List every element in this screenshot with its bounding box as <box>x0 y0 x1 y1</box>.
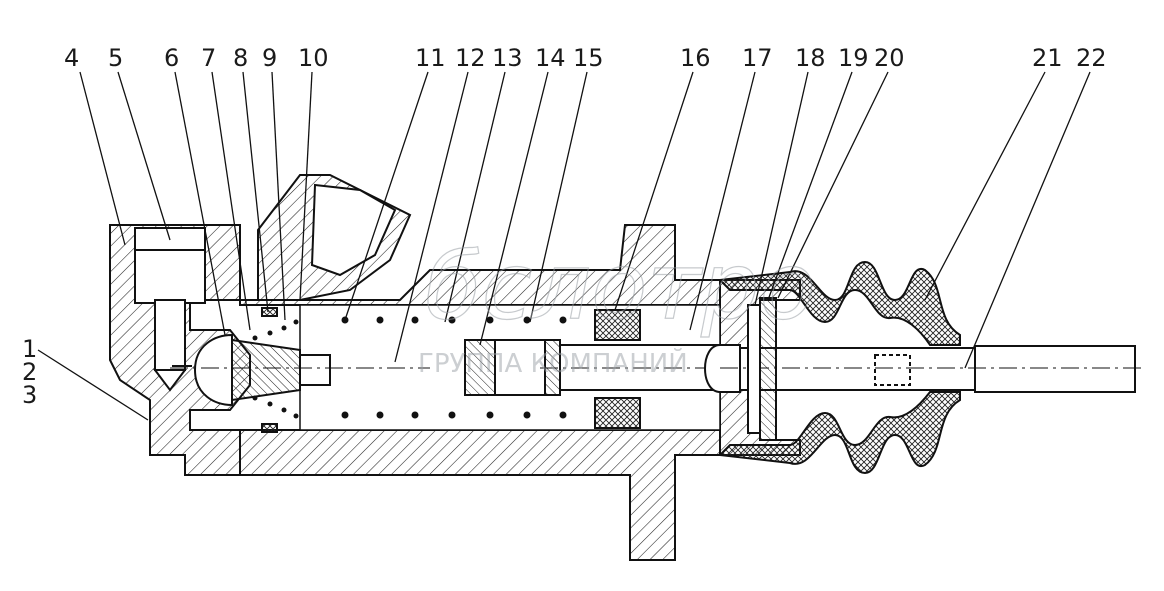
callout-11: 11 <box>415 44 446 72</box>
inlet-boss <box>257 174 412 301</box>
rubber-boot <box>717 260 961 475</box>
callout-15: 15 <box>573 44 604 72</box>
watermark-tagline: ГРУППА КОМПАНИЙ <box>418 347 688 379</box>
callout-5: 5 <box>108 44 123 72</box>
callout-9: 9 <box>262 44 277 72</box>
callout-21: 21 <box>1032 44 1063 72</box>
callout-19: 19 <box>838 44 869 72</box>
watermark-brand: бслотро <box>425 233 816 340</box>
callout-2: 2 <box>22 358 37 386</box>
callout-3: 3 <box>22 381 37 409</box>
watermark: бслотро ГРУППА КОМПАНИЙ <box>418 232 816 379</box>
callout-16: 16 <box>680 44 711 72</box>
callout-labels: 1 2 3 4 5 6 7 8 9 10 11 12 13 14 15 16 1… <box>22 44 1107 409</box>
piston <box>464 339 721 396</box>
callout-7: 7 <box>201 44 216 72</box>
callout-22: 22 <box>1076 44 1107 72</box>
callout-8: 8 <box>233 44 248 72</box>
callout-17: 17 <box>742 44 773 72</box>
return-spring <box>341 316 567 419</box>
callout-14: 14 <box>535 44 566 72</box>
callout-4: 4 <box>64 44 79 72</box>
valve-spring <box>252 319 299 419</box>
push-rod <box>704 344 1145 393</box>
piston-seals <box>261 307 641 433</box>
callout-10: 10 <box>298 44 329 72</box>
check-valve <box>170 333 430 407</box>
callout-6: 6 <box>164 44 179 72</box>
retainer <box>747 297 777 441</box>
callout-18: 18 <box>795 44 826 72</box>
callout-1: 1 <box>22 335 37 363</box>
callout-12: 12 <box>455 44 486 72</box>
callout-20: 20 <box>874 44 905 72</box>
callout-13: 13 <box>492 44 523 72</box>
leader-lines <box>37 71 1091 421</box>
outlet-port <box>134 227 206 392</box>
